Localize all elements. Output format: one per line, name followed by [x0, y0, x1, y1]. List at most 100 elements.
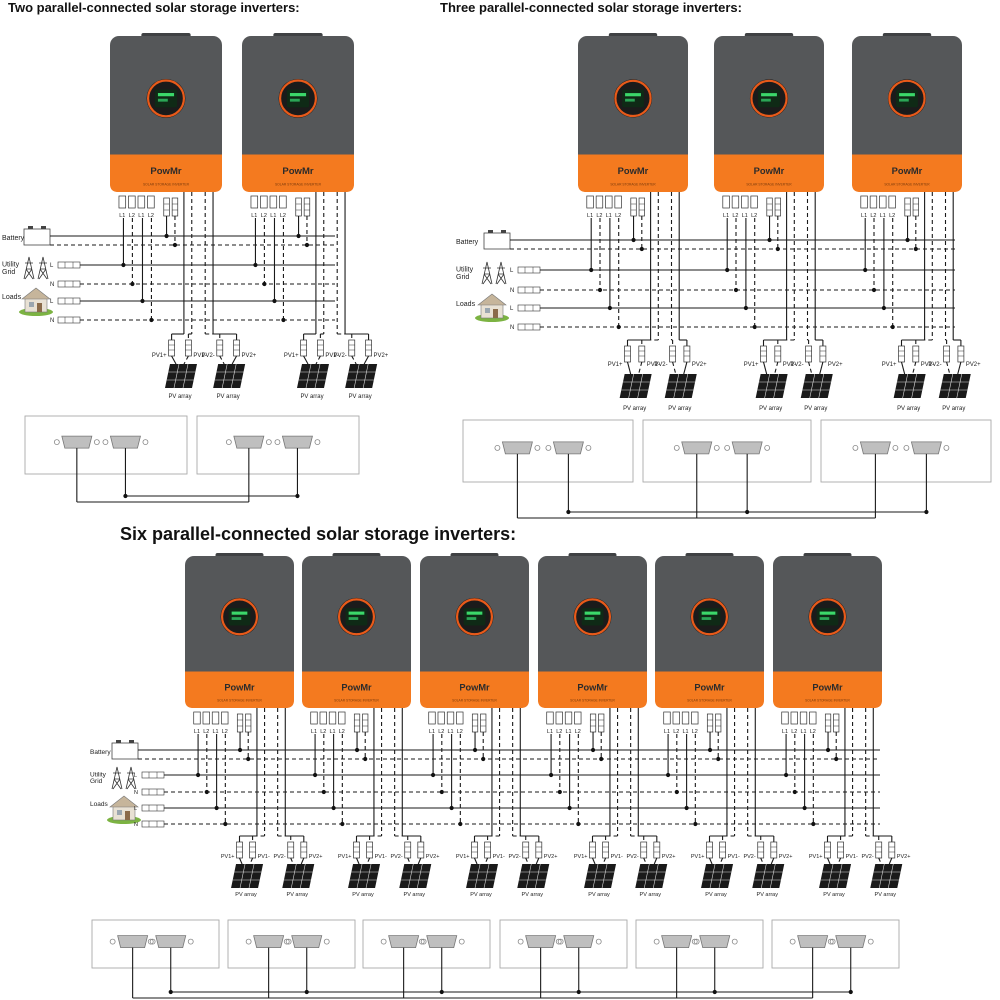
panel-body	[664, 374, 697, 398]
house-door	[37, 303, 42, 312]
panel-grid	[652, 863, 659, 889]
junction-dot	[439, 789, 444, 795]
junction-dot	[716, 756, 721, 762]
pv-connector	[522, 841, 530, 859]
db9-port-icon	[852, 441, 899, 455]
ac-terminal	[555, 711, 563, 725]
wire	[878, 857, 882, 865]
mc4-connector	[719, 841, 726, 859]
solar-panel-icon	[348, 863, 381, 889]
lcd-screen	[698, 608, 721, 626]
comm-board	[820, 419, 992, 483]
junction-dot	[253, 262, 258, 268]
db9-port-icon	[827, 935, 874, 948]
db9-port-icon	[53, 435, 100, 449]
mc4-connector	[366, 841, 373, 859]
junction-dot	[834, 756, 839, 762]
brand-logo: PowMr	[577, 682, 608, 692]
junction-dot	[752, 324, 757, 330]
terminal-label: L1	[682, 729, 688, 735]
junction-dot	[121, 262, 126, 268]
house-icon	[107, 795, 141, 824]
inverter-subtitle: SOLAR STORAGE INVERTER	[334, 698, 379, 702]
pylon-tower	[37, 256, 49, 280]
ac-terminal	[888, 195, 896, 209]
terminal-label: L2	[203, 729, 209, 735]
mc4-connector	[471, 841, 478, 859]
junction-dot	[848, 989, 853, 995]
ac-terminal	[691, 711, 699, 725]
pv1-plus-label: PV1+	[882, 362, 897, 368]
port-screw	[147, 938, 154, 945]
fuse-body	[141, 788, 165, 796]
inverter-accent-band	[242, 154, 354, 192]
battery-terminal	[245, 713, 252, 733]
solar-panel-icon	[213, 363, 246, 389]
junction-dot	[557, 789, 562, 795]
brand-logo: PowMr	[341, 682, 372, 692]
mc4-connector	[348, 339, 356, 357]
lcd-segment	[157, 98, 168, 102]
terminal-label: L1	[565, 729, 571, 735]
mc4-connector	[805, 345, 812, 363]
mc4-connector	[706, 841, 713, 859]
panel-grid	[760, 863, 767, 889]
wire	[219, 355, 225, 365]
loads-label: Loads	[90, 801, 108, 808]
grid-label: Grid	[456, 274, 469, 281]
port-screw	[724, 444, 731, 451]
fuse-body	[517, 304, 541, 312]
panel-grid	[709, 863, 716, 889]
db9-port-icon	[517, 935, 564, 948]
pv2-plus-label: PV2+	[426, 854, 440, 860]
pv-connector	[348, 339, 356, 357]
battery-terminal	[715, 713, 722, 733]
line-label: L	[50, 263, 54, 269]
title-three-parallel: Three parallel-connected solar storage i…	[440, 0, 742, 15]
port-screw	[545, 444, 552, 451]
pv-connector	[300, 841, 308, 859]
pv-array-label: PV array	[823, 892, 845, 898]
junction-dot	[204, 789, 209, 795]
terminal-label: L2	[751, 213, 757, 219]
junction-dot	[168, 989, 173, 995]
wire	[643, 857, 647, 865]
junction-dot	[295, 493, 300, 499]
junction-dot	[639, 246, 644, 252]
junction-dot	[304, 242, 310, 248]
panel-body	[466, 864, 499, 888]
display-ring	[808, 598, 847, 636]
mc4-connector	[770, 841, 778, 859]
panel-body	[755, 374, 788, 398]
pv-array-label: PV array	[287, 892, 309, 898]
pv-connector	[760, 345, 767, 363]
junction-dot	[913, 246, 918, 252]
lcd-segment	[899, 98, 909, 102]
battery-terminal	[630, 197, 637, 217]
lcd-segment	[625, 93, 641, 97]
ac-terminal	[722, 195, 730, 209]
pv1-plus-label: PV1+	[691, 854, 705, 860]
panel-grid	[353, 363, 360, 389]
panel-body	[231, 864, 264, 888]
pv1-minus-label: PV1-	[647, 362, 660, 368]
solar-panel-icon	[165, 363, 197, 389]
house-door	[493, 309, 498, 318]
wire	[626, 361, 632, 375]
mc4-connector	[774, 345, 782, 363]
house-roof	[21, 287, 51, 300]
port-screw	[892, 444, 899, 451]
fuse-body	[141, 804, 165, 812]
lcd-screen	[345, 608, 368, 626]
pv-array-label: PV array	[522, 892, 544, 898]
pv1-plus-label: PV1+	[152, 353, 167, 359]
pv1-minus-label: PV1-	[493, 854, 505, 860]
junction-dot	[458, 821, 463, 827]
ac-terminal	[310, 711, 318, 725]
